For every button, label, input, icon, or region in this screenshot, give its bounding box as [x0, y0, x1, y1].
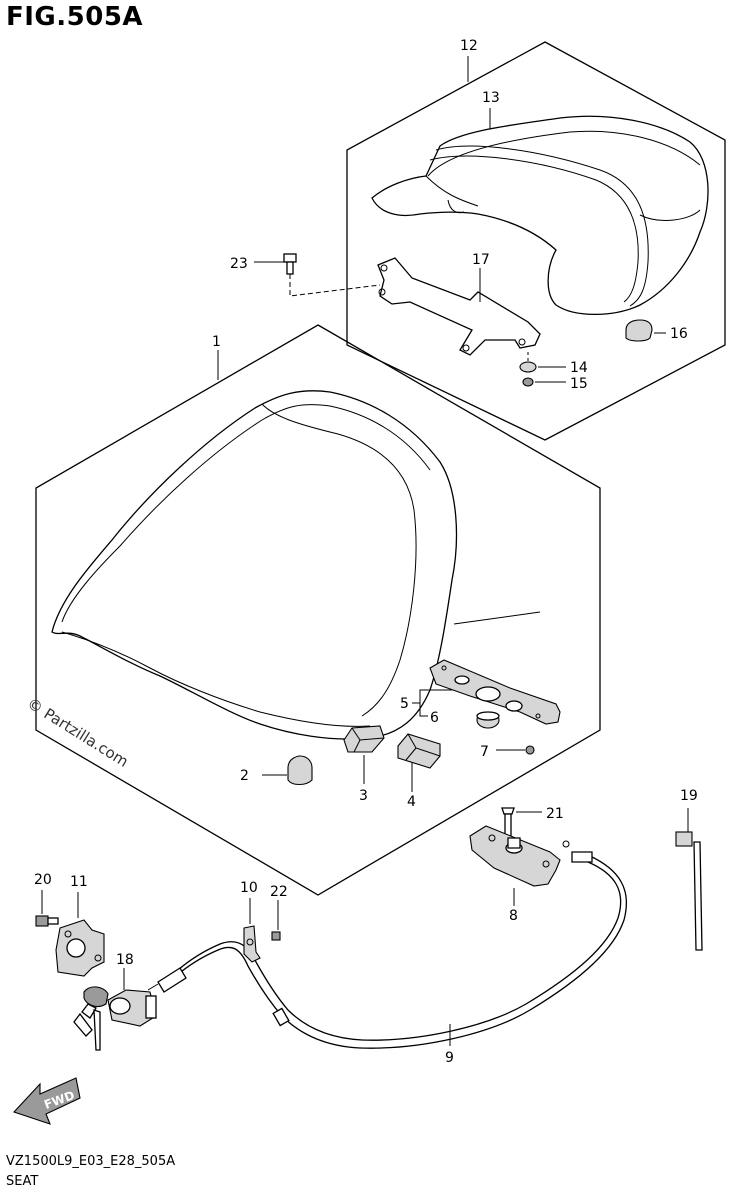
section-name: SEAT: [6, 1174, 39, 1189]
callout-4: 4: [407, 794, 416, 810]
washer-14: [519, 361, 537, 373]
cushion-16: [625, 319, 653, 342]
catch-plate-5: [429, 659, 561, 725]
callout-15: 15: [570, 376, 588, 392]
seat-lock-18: [73, 986, 157, 1051]
callout-5: 5: [400, 696, 409, 712]
callout-22: 22: [270, 884, 288, 900]
lock-base-8: [469, 825, 561, 887]
leader-5a: [412, 689, 452, 704]
cushion-2: [287, 755, 313, 786]
bolt-23: [283, 253, 297, 275]
callout-18: 18: [116, 952, 134, 968]
nut-7: [525, 745, 535, 755]
cable-9: [147, 840, 628, 1049]
callout-23: 23: [230, 256, 248, 272]
pad-3: [343, 725, 385, 753]
leader-5b: [419, 703, 428, 717]
figure-title: FIG.505A: [6, 2, 144, 32]
callout-14: 14: [570, 360, 588, 376]
callout-9: 9: [445, 1050, 454, 1066]
callout-19: 19: [680, 788, 698, 804]
rear-seat: [371, 115, 709, 316]
callout-20: 20: [34, 872, 52, 888]
callout-8: 8: [509, 908, 518, 924]
callout-2: 2: [240, 768, 249, 784]
callout-3: 3: [359, 788, 368, 804]
callout-10: 10: [240, 880, 258, 896]
dash-23: [289, 274, 381, 297]
callout-21: 21: [546, 806, 564, 822]
callout-11: 11: [70, 874, 88, 890]
callout-7: 7: [480, 744, 489, 760]
callout-17: 17: [472, 252, 490, 268]
cushion-6-top: [476, 711, 500, 721]
callout-12: 12: [460, 38, 478, 54]
callout-13: 13: [482, 90, 500, 106]
front-seat-group-frame: [35, 324, 601, 896]
front-seat: [51, 390, 541, 740]
cable-tie-19: [675, 831, 703, 951]
pad-4: [397, 733, 441, 769]
stay-10: [243, 925, 261, 963]
callout-6: 6: [430, 710, 439, 726]
rear-seat-group-frame: [346, 41, 726, 441]
nut-15: [522, 377, 534, 387]
model-code: VZ1500L9_E03_E28_505A: [6, 1154, 176, 1169]
fwd-arrow: FWD: [13, 1077, 81, 1125]
bolt-20: [35, 915, 59, 927]
seat-bracket: [377, 257, 541, 356]
lock-bracket-11: [55, 919, 105, 977]
callout-16: 16: [670, 326, 688, 342]
screw-22: [271, 931, 281, 941]
callout-1: 1: [212, 334, 221, 350]
